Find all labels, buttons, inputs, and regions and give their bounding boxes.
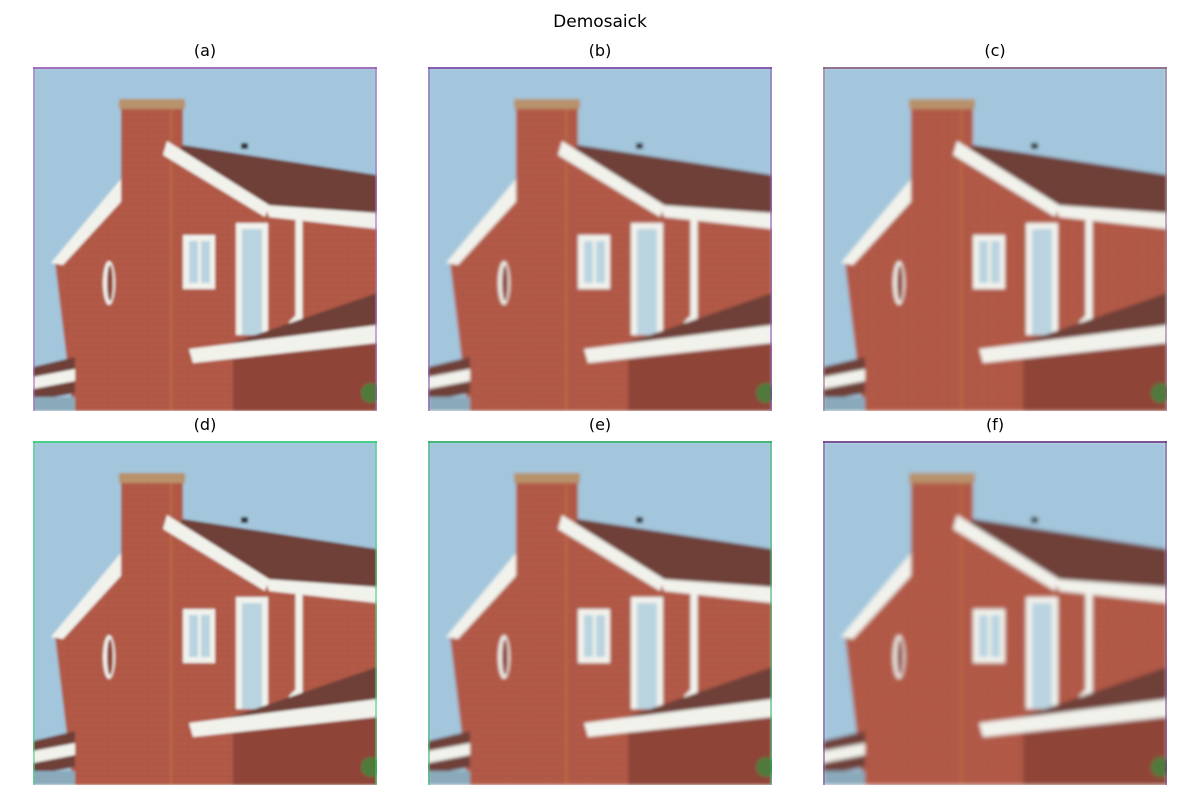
- panel-c: (c): [823, 41, 1167, 411]
- roof: [963, 145, 1167, 215]
- roof: [963, 519, 1167, 589]
- roof: [568, 145, 772, 215]
- figure-title: Demosaick: [553, 12, 647, 32]
- house-image: [33, 441, 377, 785]
- panel-label: (a): [193, 41, 217, 60]
- panel-a: (a): [33, 41, 377, 411]
- house-image: [33, 67, 377, 411]
- panel-label: (f): [985, 415, 1005, 434]
- house-image: [823, 441, 1167, 785]
- roof: [173, 145, 377, 215]
- house-image: [428, 67, 772, 411]
- house-image: [428, 441, 772, 785]
- window: [578, 235, 610, 289]
- window: [183, 609, 215, 663]
- window: [973, 609, 1005, 663]
- panel-f: (f): [823, 415, 1167, 785]
- window: [183, 235, 215, 289]
- panel-label: (e): [588, 415, 612, 434]
- panel-e: (e): [428, 415, 772, 785]
- roof: [173, 519, 377, 589]
- roof: [568, 519, 772, 589]
- panel-b: (b): [428, 41, 772, 411]
- window: [973, 235, 1005, 289]
- house-image: [823, 67, 1167, 411]
- panel-label: (d): [193, 415, 217, 434]
- panel-label: (c): [984, 41, 1006, 60]
- panel-label: (b): [588, 41, 612, 60]
- panel-d: (d): [33, 415, 377, 785]
- window: [578, 609, 610, 663]
